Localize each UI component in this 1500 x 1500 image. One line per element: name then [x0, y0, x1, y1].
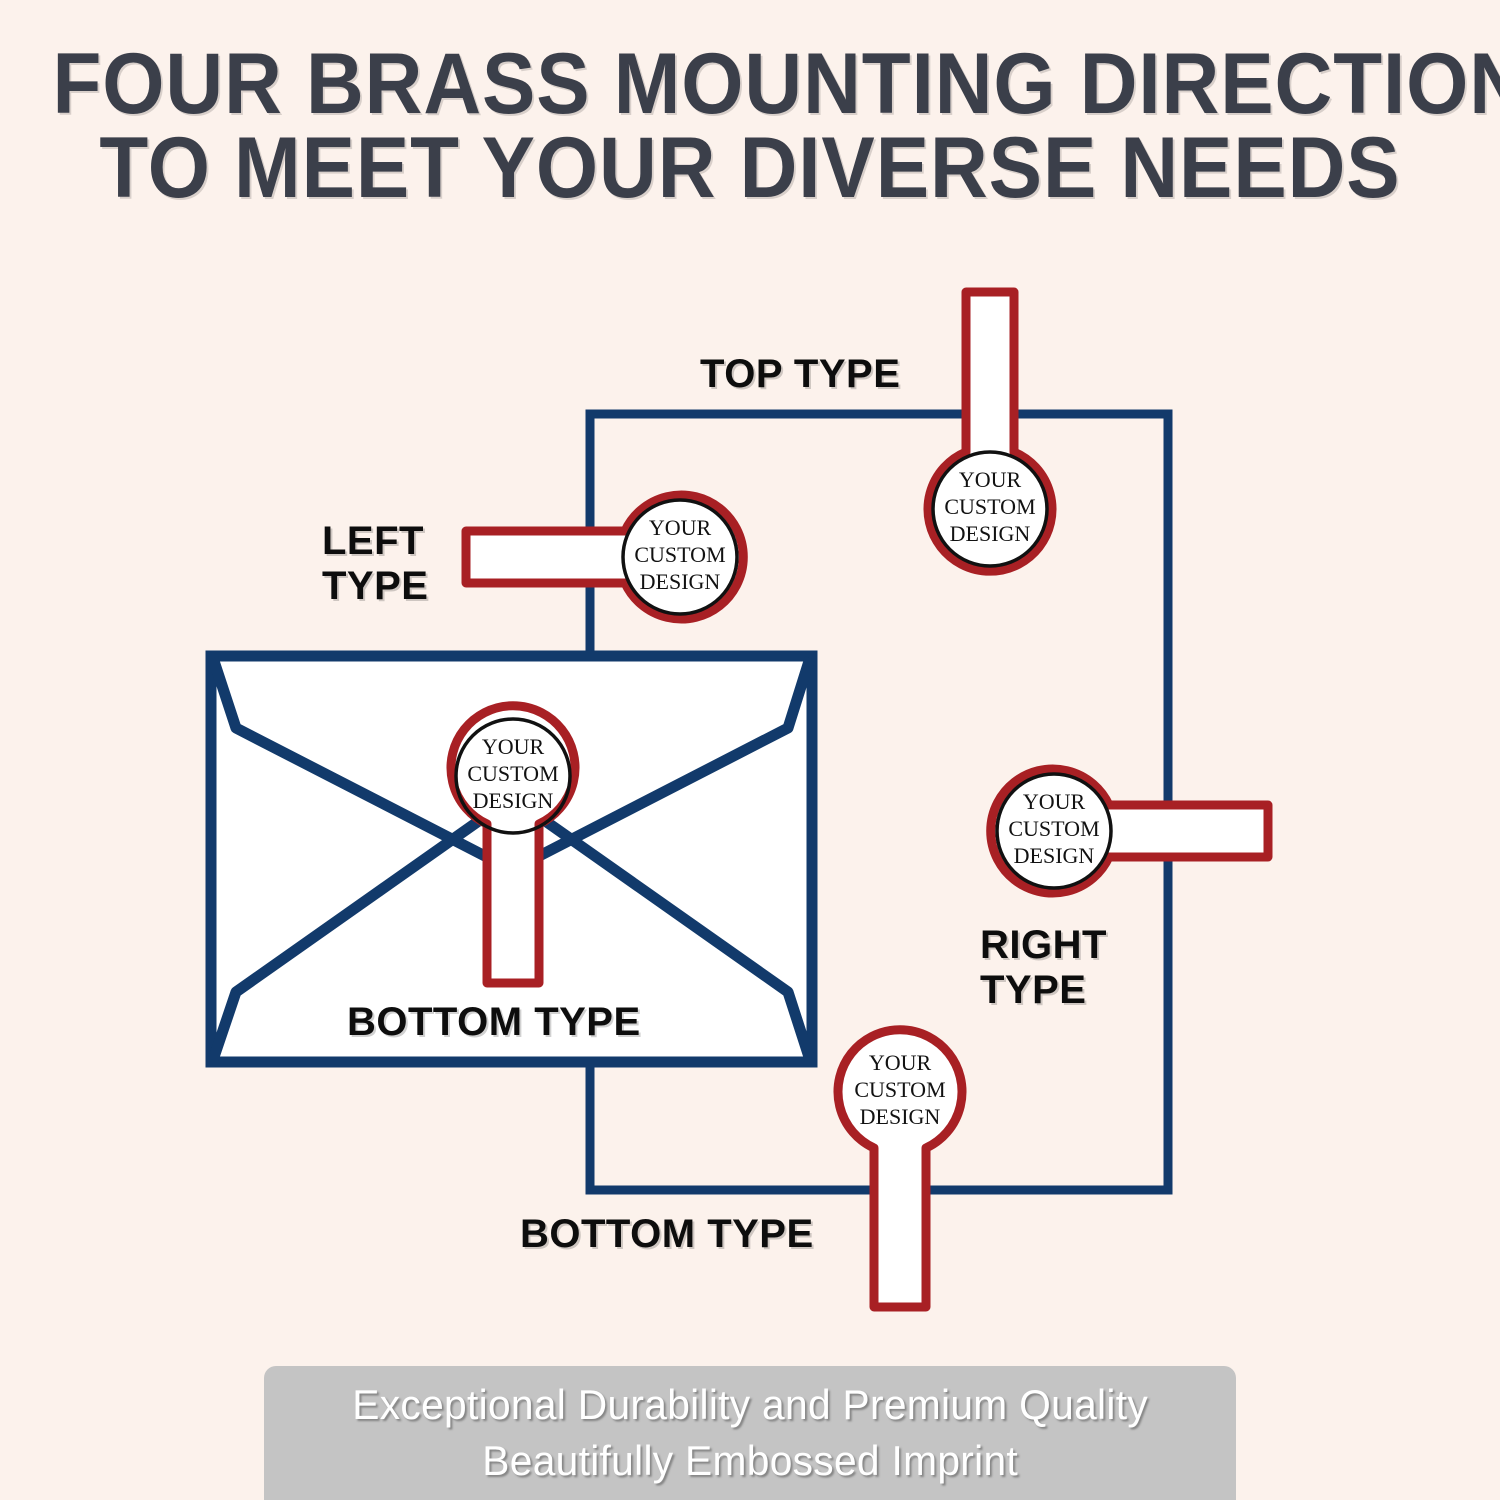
seal-right-shape — [986, 764, 1273, 898]
seal-left-line-1: YOUR — [649, 515, 712, 540]
footer-line-2: Beautifully Embossed Imprint — [482, 1437, 1018, 1484]
label-top-type: TOP TYPE — [700, 352, 901, 396]
seal-envelope-line-3: DESIGN — [473, 788, 554, 813]
seal-envelope-type[interactable]: YOUR CUSTOM DESIGN — [446, 701, 580, 988]
seal-bottom-outer-line-1: YOUR — [869, 1050, 932, 1075]
seal-right-line-3: DESIGN — [1014, 843, 1095, 868]
seal-left-line-2: CUSTOM — [634, 542, 725, 567]
seal-envelope-inner-ring — [454, 717, 572, 835]
seal-right-inner-ring — [995, 772, 1113, 890]
seal-bottom-outer-line-3: DESIGN — [860, 1104, 941, 1129]
label-left-type: LEFT TYPE — [322, 519, 429, 608]
seal-left-type[interactable]: YOUR CUSTOM DESIGN — [461, 490, 748, 624]
seal-top-shape — [923, 287, 1057, 576]
seal-left-line-3: DESIGN — [640, 569, 721, 594]
page-title-line-2: TO MEET YOUR DIVERSE NEEDS — [99, 120, 1401, 217]
envelope-fold-bottom-right — [520, 801, 816, 1062]
seal-right-type[interactable]: YOUR CUSTOM DESIGN — [986, 764, 1273, 898]
seal-right-line-1: YOUR — [1023, 789, 1086, 814]
label-bottom-type-outer: BOTTOM TYPE — [520, 1212, 814, 1256]
seal-right-line-2: CUSTOM — [1008, 816, 1099, 841]
seal-top-type[interactable]: YOUR CUSTOM DESIGN — [923, 287, 1057, 576]
page-title: FOUR BRASS MOUNTING DIRECTIONS TO MEET Y… — [52, 36, 1500, 217]
seal-envelope-line-2: CUSTOM — [467, 761, 558, 786]
seal-left-inner-ring — [621, 498, 739, 616]
seal-bottom-outer-type[interactable]: YOUR CUSTOM DESIGN — [833, 1025, 967, 1312]
label-bottom-type-envelope: BOTTOM TYPE — [347, 1000, 641, 1044]
seal-envelope-line-1: YOUR — [482, 734, 545, 759]
seal-top-line-2: CUSTOM — [944, 494, 1035, 519]
label-right-type: RIGHT TYPE — [980, 923, 1107, 1012]
footer-banner: Exceptional Durability and Premium Quali… — [264, 1366, 1236, 1500]
envelope-fold-bottom-left — [207, 801, 504, 1062]
seal-bottom-outer-shape — [833, 1025, 967, 1312]
seal-top-line-3: DESIGN — [950, 521, 1031, 546]
footer-line-1: Exceptional Durability and Premium Quali… — [352, 1381, 1148, 1428]
page-title-line-1: FOUR BRASS MOUNTING DIRECTIONS — [52, 36, 1500, 132]
seal-left-shape — [461, 490, 748, 624]
seal-bottom-outer-line-2: CUSTOM — [854, 1077, 945, 1102]
seal-top-line-1: YOUR — [959, 467, 1022, 492]
seal-top-inner-ring — [931, 450, 1049, 568]
